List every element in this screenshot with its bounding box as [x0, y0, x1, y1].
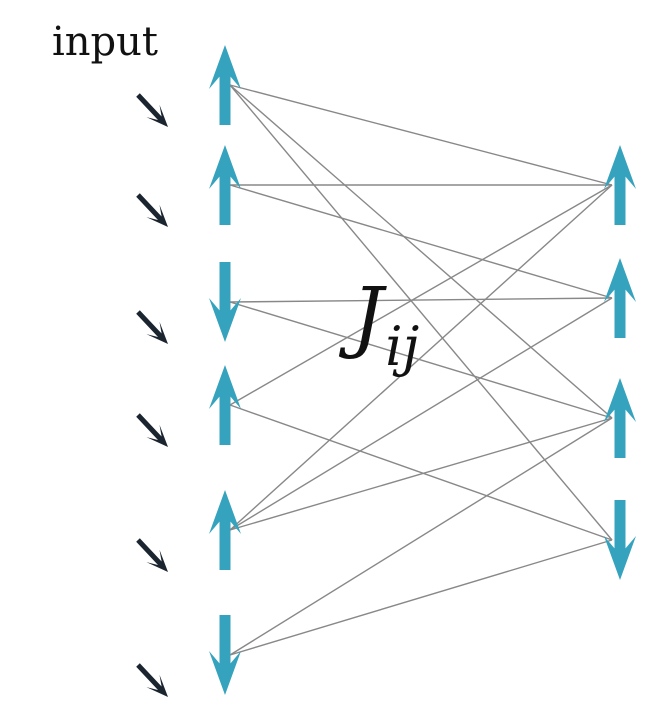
- hidden-spin-up-icon: [604, 145, 636, 225]
- input-arrow-icon: [136, 93, 168, 127]
- input-arrow-icon: [136, 193, 168, 227]
- coupling-subscript: ij: [385, 315, 420, 378]
- visible-spin-down-icon: [209, 262, 241, 342]
- coupling-edge: [229, 297, 613, 303]
- coupling-edge: [229, 404, 613, 541]
- visible-spin-up-icon: [209, 45, 241, 125]
- hidden-spin-column: [604, 145, 636, 580]
- hidden-spin-down-icon: [604, 500, 636, 580]
- coupling-edge: [229, 417, 613, 656]
- coupling-symbol: J: [352, 272, 384, 362]
- input-arrow-icon: [136, 413, 168, 447]
- input-arrow-icon: [136, 310, 168, 344]
- coupling-edge: [229, 84, 613, 419]
- input-arrow-icon: [136, 538, 168, 572]
- coupling-label: Jij: [352, 278, 419, 374]
- coupling-edge: [229, 297, 613, 531]
- visible-spin-column: [209, 45, 241, 695]
- coupling-edge: [229, 184, 613, 406]
- coupling-edges: [229, 84, 613, 656]
- coupling-edge: [229, 417, 613, 531]
- visible-spin-down-icon: [209, 615, 241, 695]
- input-arrows: [136, 93, 168, 697]
- visible-spin-up-icon: [209, 490, 241, 570]
- visible-spin-up-icon: [209, 365, 241, 445]
- coupling-edge: [229, 301, 613, 419]
- coupling-edge: [229, 539, 613, 656]
- coupling-edge: [229, 184, 613, 531]
- coupling-edge: [229, 84, 613, 541]
- hidden-spin-up-icon: [604, 258, 636, 338]
- coupling-edge: [229, 184, 613, 299]
- visible-spin-up-icon: [209, 145, 241, 225]
- input-label: input: [52, 19, 158, 65]
- hidden-spin-up-icon: [604, 378, 636, 458]
- input-arrow-icon: [136, 663, 168, 697]
- coupling-edge: [229, 84, 613, 186]
